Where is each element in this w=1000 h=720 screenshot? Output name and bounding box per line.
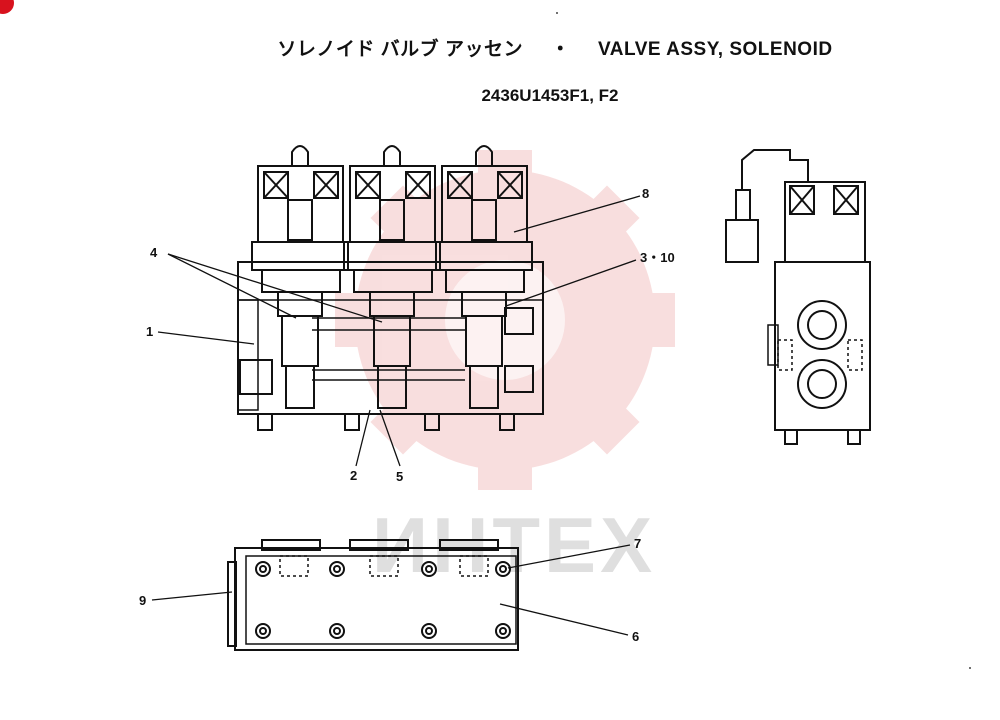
- callout-8: 8: [642, 186, 649, 201]
- valve-stack-2: [343, 145, 441, 409]
- title-english: VALVE ASSY, SOLENOID: [598, 39, 833, 60]
- callout-4: 4: [150, 245, 158, 260]
- corner-mark: [0, 0, 14, 14]
- leader-lines: [151, 195, 641, 636]
- valve-stack-1: [251, 145, 349, 409]
- callout-7: 7: [634, 536, 641, 551]
- front-view: [237, 145, 544, 431]
- title-separator: ・: [550, 39, 571, 60]
- side-view: [725, 149, 871, 445]
- callout-9: 9: [139, 593, 146, 608]
- callout-3-10: 3・10: [640, 250, 675, 265]
- plate-bolts: [255, 561, 511, 639]
- valve-stack-3: [435, 145, 533, 409]
- scan-speck: [969, 667, 971, 669]
- watermark-text: ИНТЕХ: [372, 501, 656, 589]
- scan-speck: [556, 12, 558, 14]
- callout-1: 1: [146, 324, 153, 339]
- part-number: 2436U1453F1, F2: [481, 86, 619, 105]
- plate-view: [227, 539, 519, 651]
- page-title: ソレノイド バルブ アッセン ・ VALVE ASSY, SOLENOID: [0, 34, 1000, 61]
- side-body: [774, 261, 871, 431]
- callout-6: 6: [632, 629, 639, 644]
- title-japanese: ソレノイド バルブ アッセン: [277, 39, 523, 60]
- callout-2: 2: [350, 468, 357, 483]
- callout-5: 5: [396, 469, 403, 484]
